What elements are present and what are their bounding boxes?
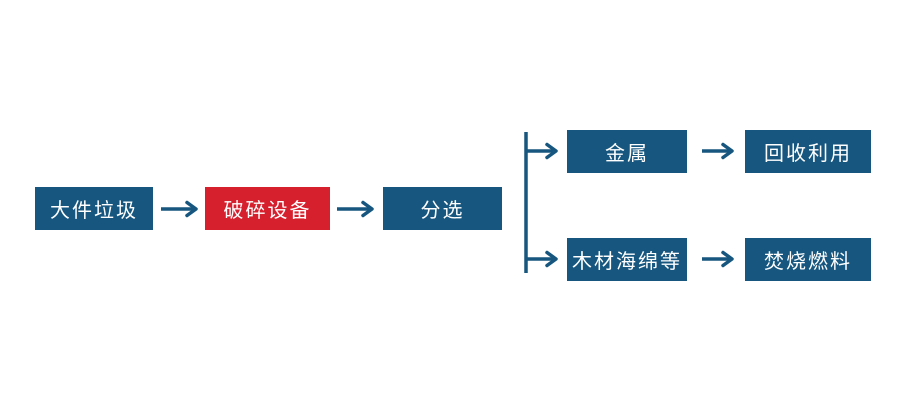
node-sorting: 分选 <box>383 187 502 230</box>
node-recycling-reuse: 回收利用 <box>745 130 871 173</box>
node-bulky-waste: 大件垃圾 <box>35 187 153 230</box>
node-incineration-fuel: 焚烧燃料 <box>745 238 871 281</box>
arrow-bulky-to-crushing <box>161 200 198 218</box>
arrow-crushing-to-sorting <box>337 200 374 218</box>
arrow-metal-to-recycling <box>702 142 734 160</box>
arrow-wood-to-fuel <box>702 250 734 268</box>
node-metal: 金属 <box>567 130 687 173</box>
node-wood-sponge-etc: 木材海绵等 <box>567 238 687 281</box>
branch-bracket <box>524 132 558 273</box>
node-crushing-equipment: 破碎设备 <box>205 187 330 230</box>
